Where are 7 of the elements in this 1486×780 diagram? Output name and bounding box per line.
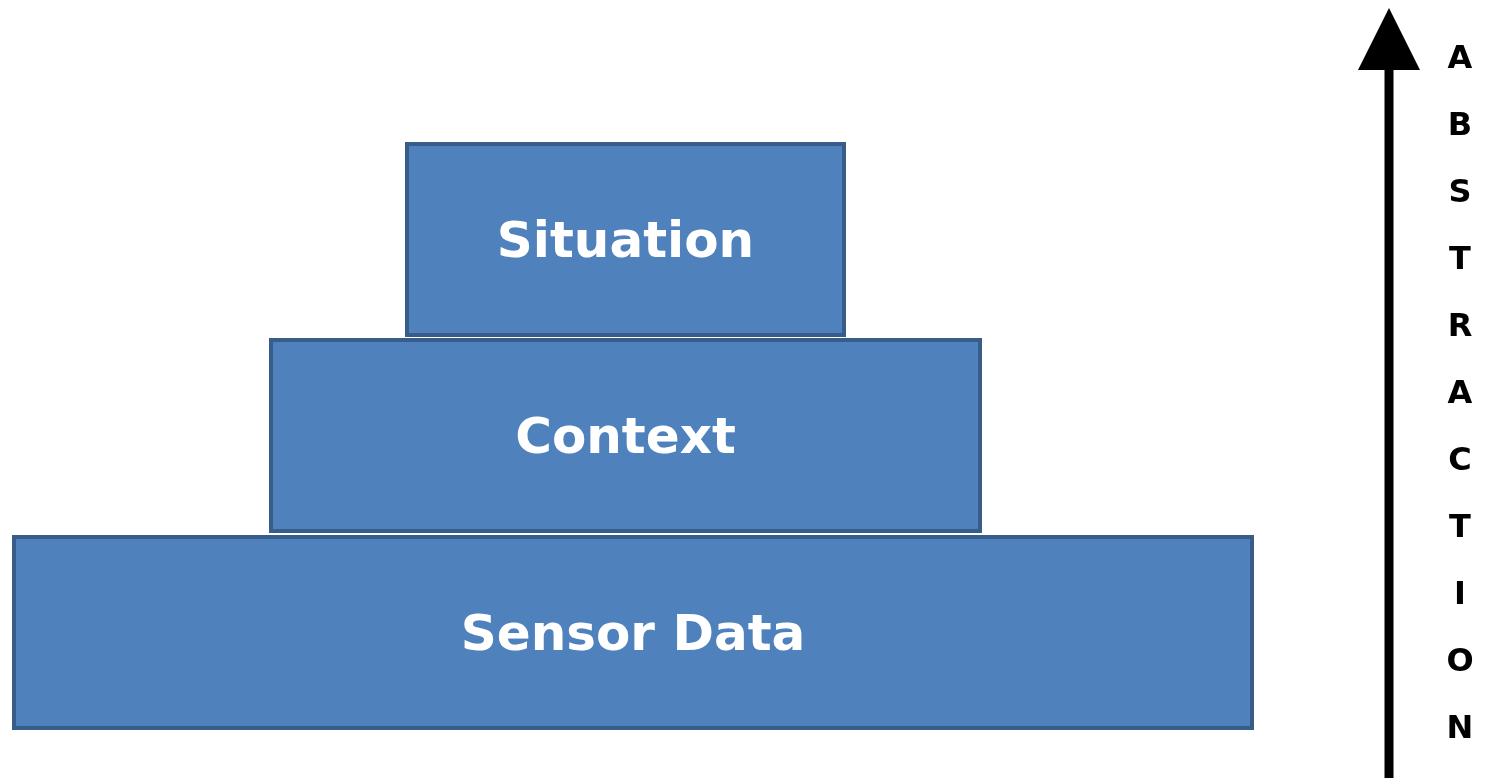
layer-label: Sensor Data xyxy=(460,603,806,662)
layer-box xyxy=(405,142,846,337)
layer-box xyxy=(12,535,1254,730)
axis-label: ABSTRACTION xyxy=(1440,38,1480,775)
layer-label: Situation xyxy=(496,210,755,269)
layer-label: Context xyxy=(515,406,736,465)
layer-box xyxy=(269,338,982,533)
